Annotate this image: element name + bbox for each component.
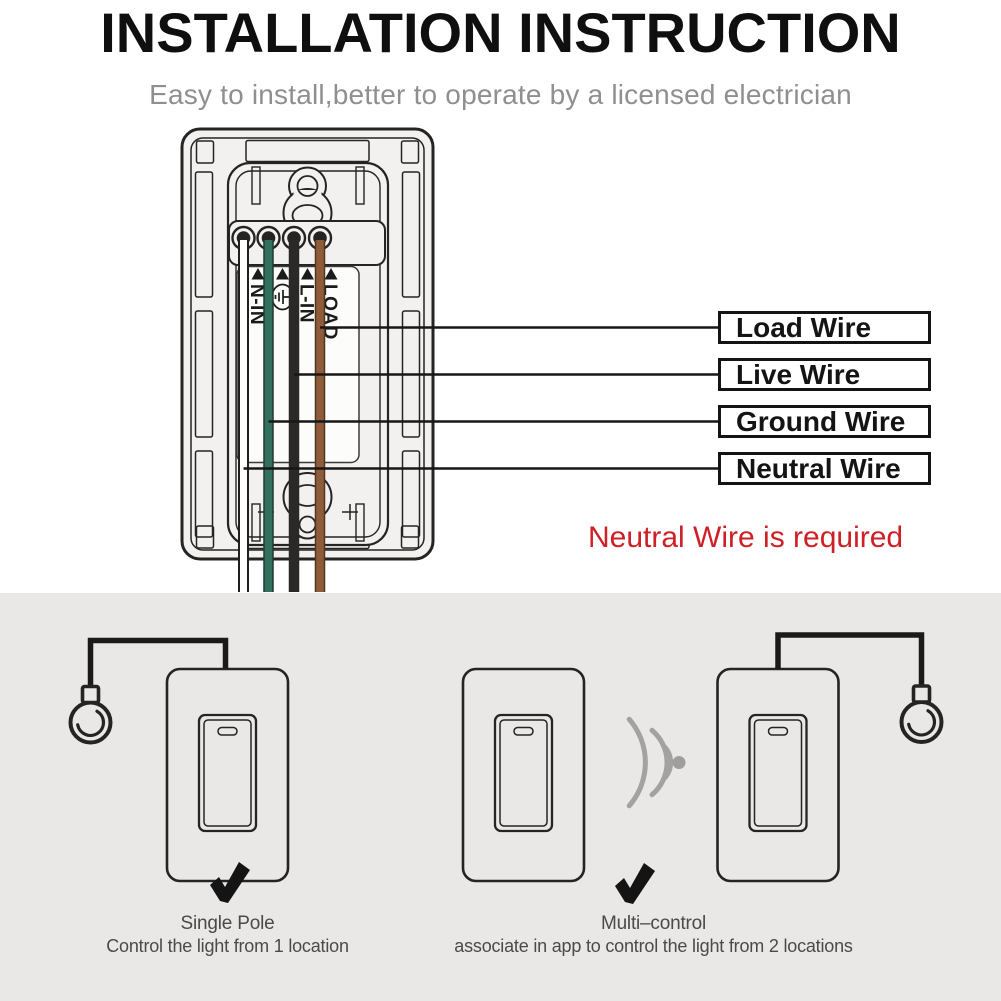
single-pole-scenario <box>68 637 290 903</box>
rocker-switch <box>748 713 808 833</box>
multi-control-caption: Multi–control associate in app to contro… <box>413 913 894 957</box>
callout-load-wire: Load Wire <box>718 311 931 344</box>
multi-control-scenario <box>461 632 944 904</box>
wireless-signal-icon <box>626 716 686 809</box>
wires <box>238 240 326 592</box>
arrow-up-icon <box>301 268 314 280</box>
terminal-label-n-in: N-IN <box>246 284 267 325</box>
checkmark-icon <box>210 862 250 903</box>
light-bulb-icon <box>68 684 113 745</box>
arrow-up-icon <box>276 268 289 280</box>
arrow-up-icon <box>324 268 338 280</box>
terminal-label-l-in: L-IN <box>296 284 317 323</box>
cord <box>87 637 229 687</box>
callout-live-wire: Live Wire <box>718 358 931 391</box>
rocker-indicator <box>217 726 238 736</box>
scenario-title: Single Pole <box>180 913 275 934</box>
scenario-description: Control the light from 1 location <box>106 936 349 956</box>
rocker-switch <box>493 713 554 833</box>
callout-lines <box>243 326 718 470</box>
plate-slots <box>194 139 421 550</box>
cord <box>775 632 925 686</box>
callout-neutral-wire: Neutral Wire <box>718 452 931 485</box>
switch-plate <box>165 667 290 883</box>
switch-back-diagram <box>180 127 435 561</box>
scenario-description: associate in app to control the light fr… <box>454 936 853 956</box>
callout-ground-wire: Ground Wire <box>718 405 931 438</box>
rocker-indicator <box>767 726 789 736</box>
light-bulb-icon <box>899 684 944 744</box>
rocker-switch <box>197 713 258 833</box>
page-title: INSTALLATION INSTRUCTION <box>100 1 901 64</box>
checkmark-icon <box>615 863 655 904</box>
switch-plate <box>461 667 586 883</box>
neutral-required-note: Neutral Wire is required <box>588 521 904 554</box>
scenario-title: Multi–control <box>600 913 707 934</box>
switch-plate <box>716 667 840 883</box>
page-subtitle: Easy to install,better to operate by a l… <box>149 79 852 110</box>
rocker-indicator <box>513 726 534 736</box>
single-pole-caption: Single Pole Control the light from 1 loc… <box>30 913 425 957</box>
arrow-up-icon <box>251 268 265 280</box>
